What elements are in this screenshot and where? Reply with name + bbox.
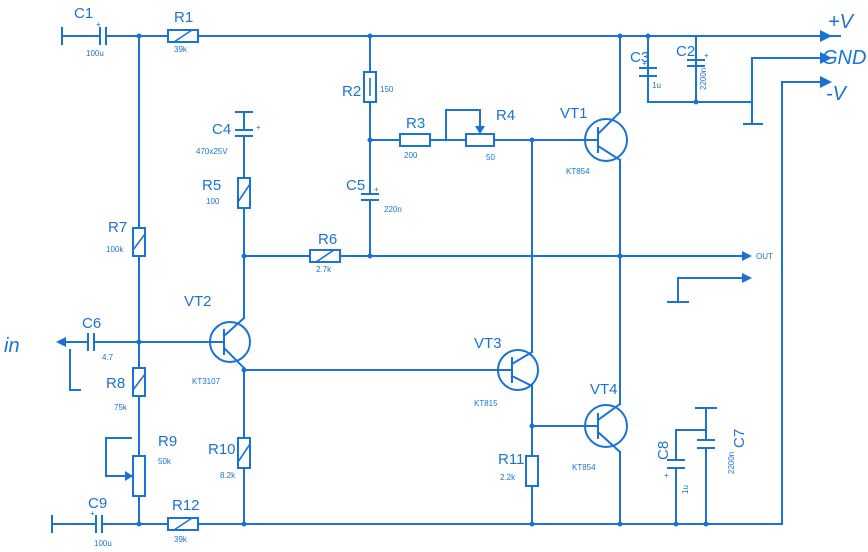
capacitor-c1	[99, 27, 107, 45]
resistor-r9	[125, 455, 146, 497]
vt4-name: VT4	[590, 381, 618, 398]
r10-name: R10	[208, 441, 236, 458]
c5-name: C5	[346, 177, 365, 194]
r3-name: R3	[406, 115, 425, 132]
input-label: in	[4, 335, 20, 357]
component-labels: C1 100u R1 39k R2 150 R3 200 R4 50 C4 47…	[74, 5, 748, 548]
c1-name: C1	[74, 5, 93, 22]
r7-name: R7	[108, 219, 127, 236]
vt4-value: KT854	[572, 463, 596, 472]
capacitor-c9	[95, 515, 103, 533]
c4-value: 470x25V	[196, 147, 228, 156]
resistor-r11	[525, 455, 539, 487]
r11-name: R11	[498, 451, 524, 468]
polarity-marks: + + + + + + +	[90, 20, 709, 518]
c5-value: 220n	[384, 205, 402, 214]
r8-name: R8	[106, 375, 125, 392]
r5-name: R5	[202, 177, 221, 194]
svg-text:+: +	[256, 123, 261, 132]
vt1-name: VT1	[560, 105, 588, 122]
c1-value: 100u	[86, 49, 104, 58]
resistor-r12	[167, 517, 199, 531]
rail-labels: +V GND -V in OUT	[4, 11, 866, 357]
r6-value: 2.7k	[316, 265, 332, 274]
r1-name: R1	[174, 9, 193, 26]
r4-name: R4	[496, 107, 515, 124]
svg-text:+: +	[642, 59, 647, 68]
vt3-value: KT815	[474, 399, 498, 408]
capacitor-c2	[687, 59, 705, 67]
transistor-vt3	[497, 349, 539, 391]
r7-value: 100k	[106, 245, 124, 254]
junction-dots	[136, 33, 709, 527]
c4-name: C4	[212, 121, 231, 138]
wires	[51, 35, 811, 525]
resistor-r1	[167, 29, 199, 43]
r11-value: 2.2k	[500, 473, 516, 482]
plus-v-label: +V	[828, 11, 855, 33]
r12-value: 39k	[174, 535, 188, 544]
resistor-r8	[132, 367, 146, 397]
r3-value: 200	[404, 151, 418, 160]
c6-value: 4.7	[102, 353, 114, 362]
transistor-vt4	[583, 402, 628, 454]
terminals	[51, 27, 841, 533]
c2-value: 2200n	[699, 68, 708, 90]
r8-value: 75k	[114, 403, 128, 412]
c9-name: C9	[88, 495, 107, 512]
transistor-vt1	[583, 110, 628, 162]
svg-text:+: +	[374, 185, 379, 194]
r2-value: 150	[380, 85, 394, 94]
resistor-r5	[237, 177, 251, 209]
capacitor-c7	[697, 439, 715, 449]
c9-value: 100u	[94, 539, 112, 548]
r9-value: 50k	[158, 457, 172, 466]
resistor-r2	[363, 71, 377, 103]
vt2-value: KT3107	[192, 377, 221, 386]
c6-name: C6	[82, 315, 101, 332]
svg-text:+: +	[664, 471, 669, 480]
c8-name: C8	[655, 441, 672, 460]
c3-value: 1u	[652, 81, 661, 90]
minus-v-label: -V	[826, 83, 848, 105]
capacitor-c8	[667, 459, 685, 469]
vt1-value: KT854	[566, 167, 590, 176]
r1-value: 39k	[174, 45, 188, 54]
c2-name: C2	[676, 43, 695, 60]
capacitor-c3	[639, 67, 657, 77]
vt2-name: VT2	[184, 293, 212, 310]
c8-value: 1u	[681, 485, 690, 494]
capacitor-c4	[235, 111, 253, 137]
vt3-name: VT3	[474, 335, 502, 352]
r12-name: R12	[172, 497, 200, 514]
c7-value: 2200n	[727, 452, 736, 474]
r5-value: 100	[206, 197, 220, 206]
output-arrow	[742, 251, 752, 261]
r10-value: 8.2k	[220, 471, 236, 480]
resistor-r4	[465, 126, 495, 147]
capacitor-c6	[87, 333, 95, 351]
output-label: OUT	[756, 252, 773, 261]
r6-name: R6	[318, 231, 337, 248]
transistor-vt2	[209, 316, 251, 370]
gnd-label: GND	[822, 47, 866, 69]
svg-text:+: +	[704, 51, 709, 60]
c3-name: C3	[630, 49, 649, 66]
input-arrow	[56, 337, 66, 347]
capacitor-c5	[361, 193, 379, 201]
c7-name: C7	[731, 429, 748, 448]
r4-value: 50	[486, 153, 495, 162]
resistor-r3	[399, 133, 431, 147]
resistor-r7	[132, 227, 146, 257]
svg-text:+: +	[96, 20, 101, 29]
r2-name: R2	[342, 83, 361, 100]
r9-name: R9	[158, 433, 177, 450]
resistor-r10	[237, 437, 251, 469]
resistor-r6	[309, 249, 341, 263]
svg-text:+: +	[90, 509, 95, 518]
